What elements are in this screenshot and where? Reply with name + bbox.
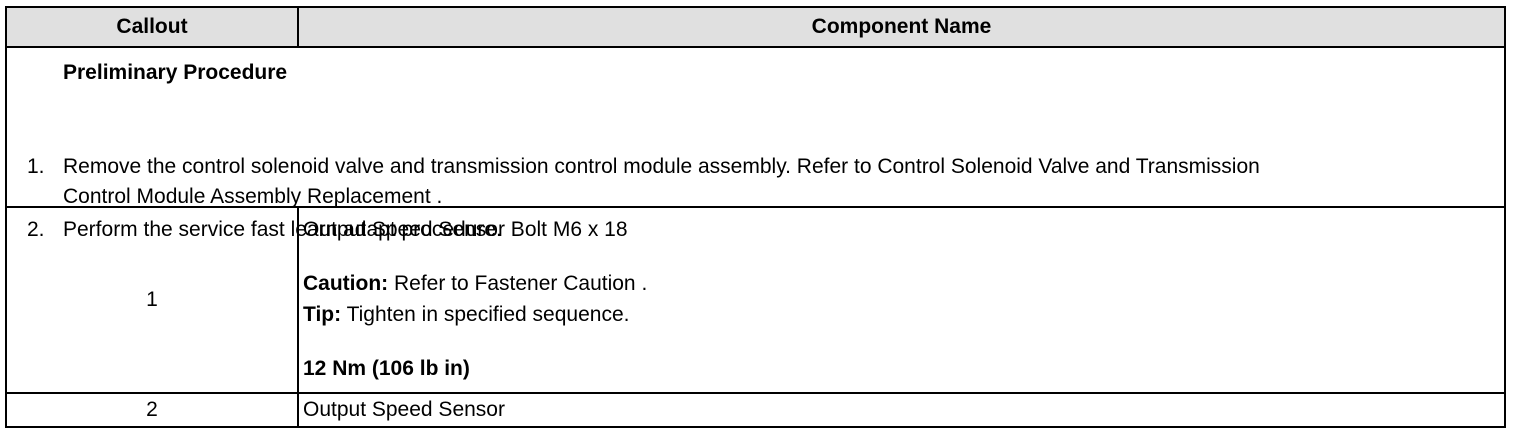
- table-row: 1 Output Speed Sensor Bolt M6 x 18 Cauti…: [5, 206, 1506, 394]
- caution-note: Caution: Refer to Fastener Caution .: [303, 272, 647, 296]
- step-1-line-1: Remove the control solenoid valve and tr…: [63, 155, 1260, 178]
- caution-text: Refer to Fastener Caution .: [388, 272, 648, 295]
- component-cell: Output Speed Sensor Bolt M6 x 18 Caution…: [297, 206, 1506, 394]
- tip-text: Tighten in specified sequence.: [341, 303, 630, 326]
- component-name: Output Speed Sensor Bolt M6 x 18: [303, 218, 628, 241]
- tip-label: Tip:: [303, 303, 342, 326]
- torque-spec: 12 Nm (106 lb in): [303, 357, 470, 380]
- procedure-table: Callout Component Name Preliminary Proce…: [5, 6, 1506, 428]
- tip-note: Tip: Tighten in specified sequence.: [303, 303, 629, 327]
- header-row: Callout Component Name: [5, 6, 1506, 48]
- preliminary-title: Preliminary Procedure: [63, 61, 288, 84]
- callout-cell: 1: [5, 206, 299, 394]
- preliminary-row: Preliminary Procedure 1. Remove the cont…: [5, 46, 1506, 241]
- step-2-number: 2.: [27, 218, 45, 241]
- component-name-header: Component Name: [297, 6, 1506, 48]
- callout-header: Callout: [5, 6, 299, 48]
- caution-label: Caution:: [303, 272, 389, 295]
- preliminary-cell: Preliminary Procedure 1. Remove the cont…: [5, 46, 1506, 241]
- callout-cell: 2: [5, 392, 299, 428]
- table-row: 2 Output Speed Sensor: [5, 392, 1506, 428]
- component-name: Output Speed Sensor: [297, 392, 1506, 428]
- step-1-line-2: Control Module Assembly Replacement .: [63, 185, 443, 208]
- step-1-number: 1.: [27, 155, 45, 178]
